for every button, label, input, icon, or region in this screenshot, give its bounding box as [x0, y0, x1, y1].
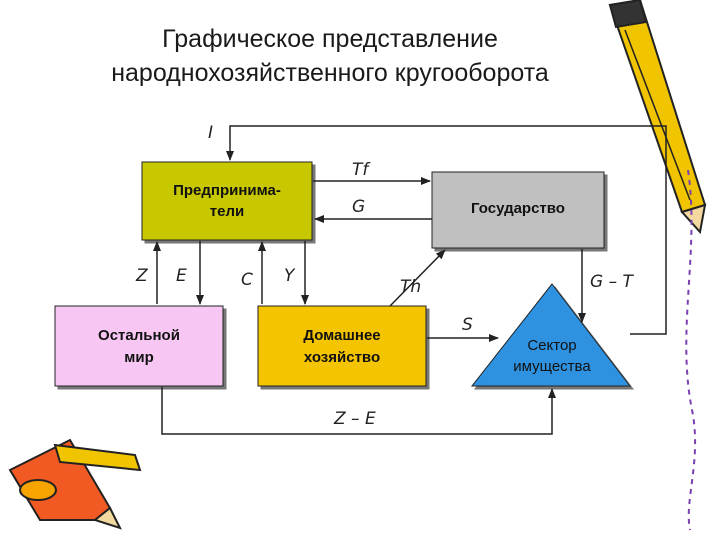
node-households: Домашнее хозяйство [257, 305, 427, 387]
divider-line [685, 169, 697, 531]
flow-label-Th: Th [400, 277, 421, 297]
title-line-2: народнохозяйственного кругооборота [111, 59, 549, 87]
flow-label-I: I [208, 123, 213, 143]
flow-label-E: E [176, 266, 187, 286]
flow-label-C: C [241, 270, 253, 290]
pencils-icon [8, 438, 142, 530]
state-label: Государство [471, 200, 565, 217]
flow-label-G-minus-T: G – T [590, 272, 634, 292]
property-sector-label-2: имущества [513, 358, 591, 375]
households-label-2: хозяйство [304, 349, 380, 366]
arrow-Z-minus-E [161, 387, 556, 435]
flow-label-S: S [462, 315, 473, 335]
flow-label-Z-minus-E: Z – E [333, 409, 376, 429]
flow-label-G: G [352, 197, 365, 217]
rest-of-world-label-1: Остальной [98, 327, 180, 344]
node-rest-of-world: Остальной мир [54, 305, 224, 387]
flow-label-Y: Y [284, 266, 296, 286]
entrepreneurs-label-1: Предпринима- [173, 182, 281, 199]
flow-label-Z: Z [135, 266, 148, 286]
page-title: Графическое представление народнохозяйст… [40, 22, 620, 90]
node-entrepreneurs: Предпринима- тели [141, 161, 313, 241]
arrow-I [226, 125, 667, 335]
pencil-icon [608, 0, 707, 235]
entrepreneurs-label-2: тели [210, 203, 244, 220]
node-property-sector: Сектор имущества [470, 283, 632, 387]
rest-of-world-label-2: мир [124, 349, 153, 366]
flow-label-Tf: Tf [352, 160, 371, 180]
arrow-Th [389, 249, 446, 307]
property-sector-label-1: Сектор [527, 337, 576, 354]
households-label-1: Домашнее [303, 327, 380, 344]
node-state: Государство [431, 171, 605, 249]
title-line-1: Графическое представление [162, 25, 498, 53]
